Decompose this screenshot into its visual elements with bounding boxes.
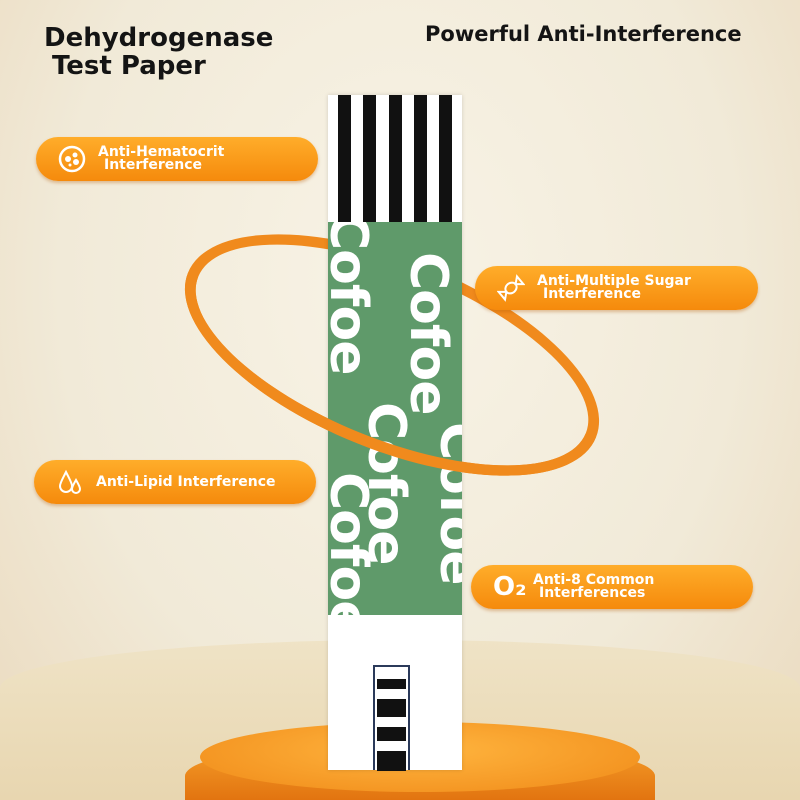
- sample-window: [373, 665, 410, 771]
- product-title: Dehydrogenase Test Paper: [44, 24, 273, 80]
- tagline: Powerful Anti-Interference: [425, 22, 742, 46]
- feature-label: Anti-Lipid Interference: [96, 473, 276, 490]
- lipid-drop-icon: [56, 468, 84, 496]
- feature-label: Interference: [104, 157, 203, 173]
- test-strip: Cofoe Cofoe Cofoe Cofoe Cofoe: [328, 95, 462, 771]
- blood-cells-icon: [58, 145, 86, 173]
- title-line-2: Test Paper: [52, 51, 206, 81]
- feature-label: Interferences: [539, 585, 646, 601]
- feature-label: Anti-Multiple Sugar: [537, 273, 691, 289]
- feature-label: Anti-8 Common: [533, 572, 655, 588]
- feature-label: Interference: [543, 286, 642, 302]
- feature-anti-lipid: Anti-Lipid Interference: [34, 460, 316, 504]
- brand-text: Cofoe: [328, 472, 378, 615]
- strip-label: Cofoe Cofoe Cofoe Cofoe Cofoe: [328, 222, 462, 615]
- title-line-1: Dehydrogenase: [44, 23, 274, 53]
- feature-label: Anti-Hematocrit: [98, 144, 225, 160]
- oxygen-icon: O₂: [493, 572, 527, 602]
- candy-icon: [496, 274, 526, 302]
- barcode: [338, 95, 452, 222]
